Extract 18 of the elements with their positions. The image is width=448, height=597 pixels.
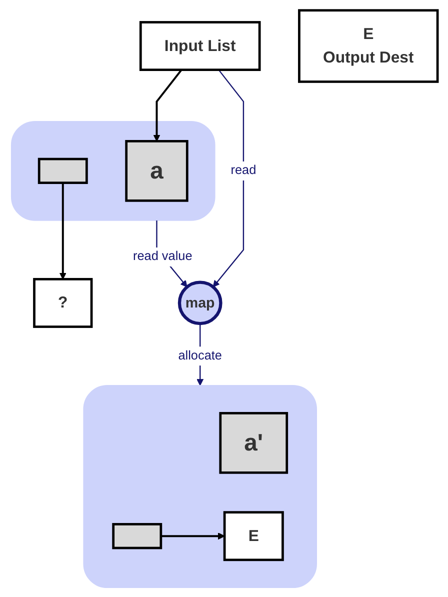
- node-box: ?: [32, 277, 92, 328]
- node-box: [112, 522, 162, 549]
- arrow: [58, 182, 66, 279]
- node-box: [37, 157, 88, 184]
- arrow: [212, 68, 244, 287]
- cluster: [82, 384, 317, 588]
- edge-label: allocate: [178, 348, 222, 362]
- node-box: E: [222, 510, 284, 561]
- cluster: [10, 120, 215, 220]
- edge-label: read value: [132, 249, 192, 263]
- node-box: Input List: [138, 20, 260, 70]
- node-box: a: [124, 140, 188, 202]
- edge-label: read: [230, 163, 256, 177]
- arrow: [160, 532, 224, 540]
- node-box: a': [218, 412, 288, 474]
- node-box: E Output Dest: [298, 8, 438, 82]
- arrow: [152, 68, 182, 141]
- node-circle: map: [177, 280, 222, 325]
